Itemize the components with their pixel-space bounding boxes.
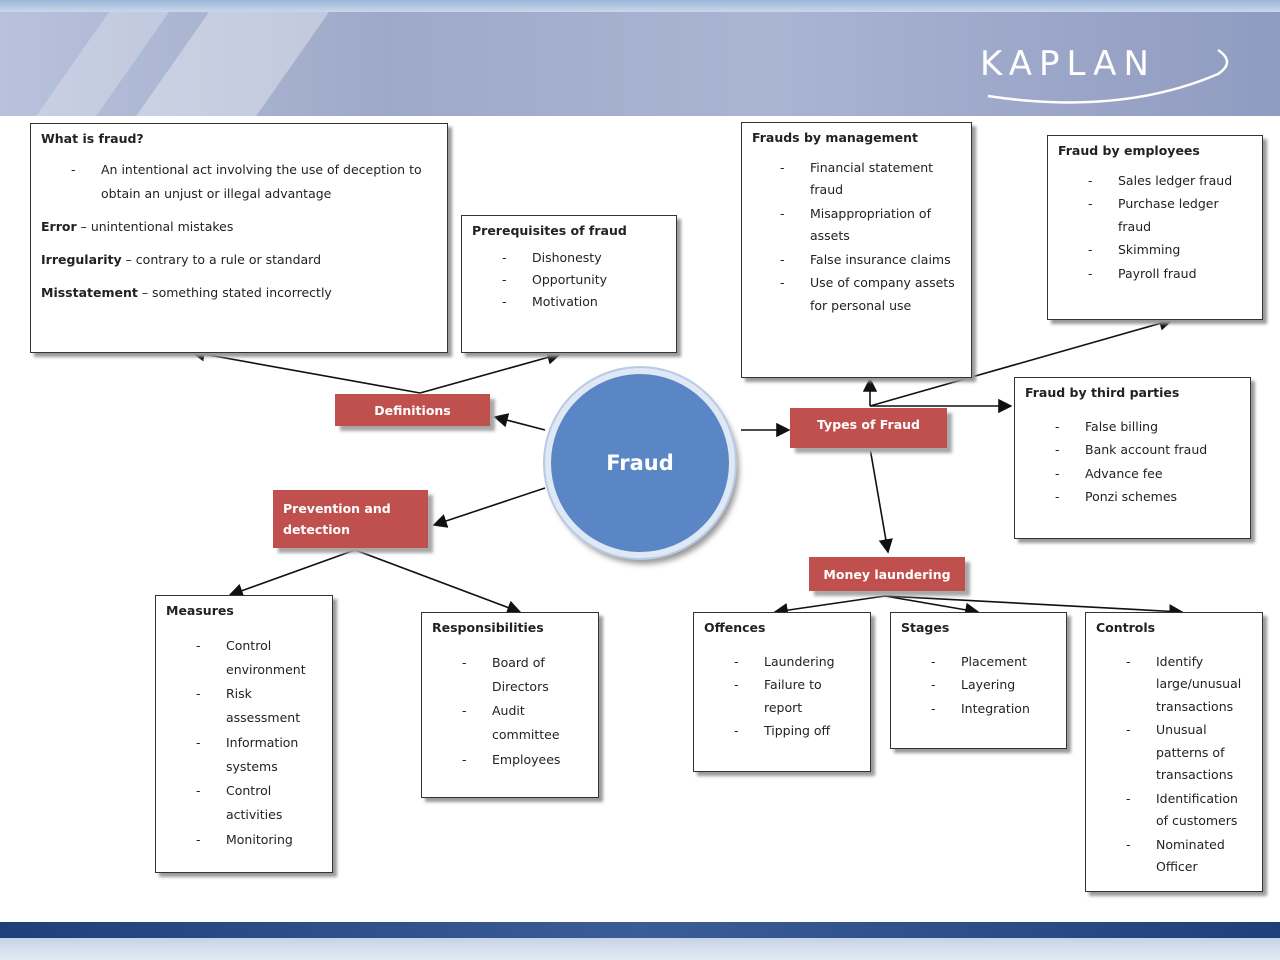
offences-title: Offences xyxy=(704,620,766,635)
list-item: Ponzi schemes xyxy=(1055,486,1240,509)
list-item: Failure to report xyxy=(734,674,860,719)
list-item: Risk assessment xyxy=(196,682,322,730)
irregularity-definition: Irregularity – contrary to a rule or sta… xyxy=(41,252,322,268)
footer-bar xyxy=(0,922,1280,938)
misstatement-definition: Misstatement – something stated incorrec… xyxy=(41,285,332,301)
logo-swoosh-icon xyxy=(987,48,1229,104)
fraud-center-circle: Fraud xyxy=(545,368,735,558)
offences-box: Offences Laundering Failure to report Ti… xyxy=(693,612,871,772)
stages-title: Stages xyxy=(901,620,950,635)
list-item: Information systems xyxy=(196,731,322,779)
list-item: False insurance claims xyxy=(780,249,961,272)
list-item: Control activities xyxy=(196,779,322,827)
stages-box: Stages Placement Layering Integration xyxy=(890,612,1067,749)
fraud-by-third-parties-title: Fraud by third parties xyxy=(1025,385,1180,400)
error-definition: Error – unintentional mistakes xyxy=(41,219,234,235)
list-item: Nominated Officer xyxy=(1126,834,1252,879)
fraud-by-employees-box: Fraud by employees Sales ledger fraud Pu… xyxy=(1047,135,1263,320)
prevention-detection-node: Prevention and detection xyxy=(273,490,428,548)
controls-box: Controls Identify large/unusual transact… xyxy=(1085,612,1263,892)
list-item: Use of company assets for personal use xyxy=(780,272,961,317)
list-item: Purchase ledger fraud xyxy=(1088,193,1252,238)
what-is-fraud-box: What is fraud? An intentional act involv… xyxy=(30,123,448,353)
list-item: Motivation xyxy=(502,294,666,311)
list-item: Payroll fraud xyxy=(1088,263,1252,286)
header-banner: KAPLAN xyxy=(0,12,1280,116)
list-item: Integration xyxy=(931,698,1056,721)
measures-box: Measures Control environment Risk assess… xyxy=(155,595,333,873)
frauds-by-management-title: Frauds by management xyxy=(752,130,919,145)
list-item: Opportunity xyxy=(502,272,666,289)
what-is-fraud-title: What is fraud? xyxy=(41,131,144,146)
list-item: Financial statement fraud xyxy=(780,157,961,202)
responsibilities-title: Responsibilities xyxy=(432,620,544,635)
definitions-node: Definitions xyxy=(335,394,490,426)
list-item: Identify large/unusual transactions xyxy=(1126,651,1252,719)
list-item: Identification of customers xyxy=(1126,788,1252,833)
fraud-by-third-parties-box: Fraud by third parties False billing Ban… xyxy=(1014,377,1251,539)
prerequisites-title: Prerequisites of fraud xyxy=(472,223,627,238)
list-item: Laundering xyxy=(734,651,860,674)
list-item: Sales ledger fraud xyxy=(1088,170,1252,193)
responsibilities-box: Responsibilities Board of Directors Audi… xyxy=(421,612,599,798)
list-item: Layering xyxy=(931,674,1056,697)
controls-title: Controls xyxy=(1096,620,1156,635)
prerequisites-box: Prerequisites of fraud Dishonesty Opport… xyxy=(461,215,677,353)
list-item: Tipping off xyxy=(734,720,860,743)
list-item: Monitoring xyxy=(196,828,322,852)
list-item: Placement xyxy=(931,651,1056,674)
list-item: Unusual patterns of transactions xyxy=(1126,719,1252,787)
list-item: Employees xyxy=(462,748,588,772)
footer-strip xyxy=(0,938,1280,960)
list-item: Misappropriation of assets xyxy=(780,203,961,248)
fraud-definition: An intentional act involving the use of … xyxy=(71,158,437,206)
fraud-by-employees-title: Fraud by employees xyxy=(1058,143,1200,158)
logo-text: KAPLAN xyxy=(980,44,1156,84)
list-item: Advance fee xyxy=(1055,463,1240,486)
list-item: Board of Directors xyxy=(462,651,588,699)
list-item: Dishonesty xyxy=(502,250,666,267)
list-item: Skimming xyxy=(1088,239,1252,262)
list-item: Control environment xyxy=(196,634,322,682)
list-item: False billing xyxy=(1055,416,1240,439)
money-laundering-node: Money laundering xyxy=(809,557,965,591)
measures-title: Measures xyxy=(166,603,234,618)
top-strip xyxy=(0,0,1280,12)
kaplan-logo: KAPLAN xyxy=(980,38,1240,104)
frauds-by-management-box: Frauds by management Financial statement… xyxy=(741,122,972,378)
list-item: Bank account fraud xyxy=(1055,439,1240,462)
types-of-fraud-node: Types of Fraud xyxy=(790,408,947,448)
list-item: Audit committee xyxy=(462,699,588,747)
